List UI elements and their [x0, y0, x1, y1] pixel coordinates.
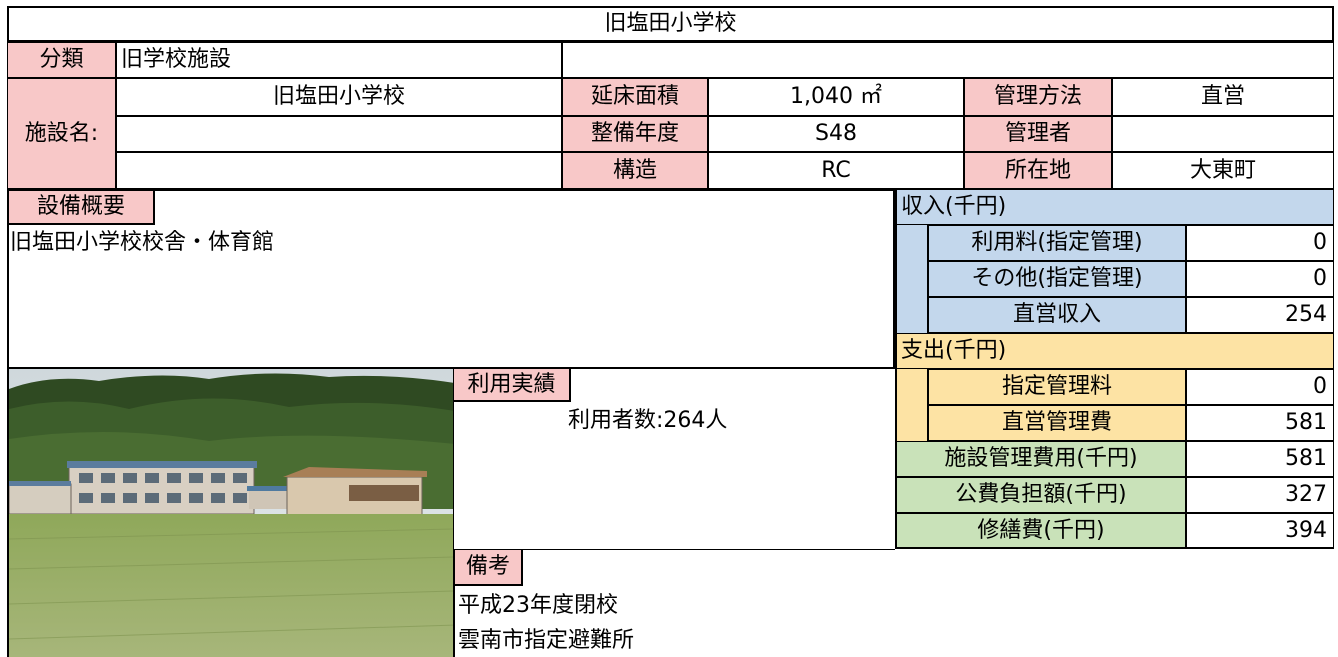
expense-row-value: 581 — [1186, 405, 1334, 441]
expense-row-label: 直営管理費 — [928, 405, 1186, 441]
facility-name-2 — [116, 116, 562, 152]
facility-name-1: 旧塩田小学校 — [116, 78, 562, 116]
facility-name-3 — [116, 152, 562, 189]
income-indent — [895, 225, 928, 333]
income-row-label: 直営収入 — [928, 297, 1186, 333]
expense-row-label: 指定管理料 — [928, 369, 1186, 405]
floor-area-label: 延床面積 — [562, 78, 708, 116]
equipment-section — [7, 189, 895, 369]
total-row-label: 公費負担額(千円) — [895, 477, 1186, 513]
management-method-label: 管理方法 — [964, 78, 1112, 116]
classification-value: 旧学校施設 — [116, 42, 562, 78]
total-row-label: 施設管理費用(千円) — [895, 441, 1186, 477]
usage-text: 利用者数:264人 — [568, 408, 728, 433]
location-value: 大東町 — [1112, 152, 1334, 189]
floor-area-value: 1,040 ㎡ — [708, 78, 964, 116]
total-row-value: 394 — [1186, 513, 1334, 549]
structure-label: 構造 — [562, 152, 708, 189]
page-title: 旧塩田小学校 — [7, 6, 1334, 42]
total-row-value: 581 — [1186, 441, 1334, 477]
expense-header: 支出(千円) — [895, 333, 1334, 369]
income-row-label: 利用料(指定管理) — [928, 225, 1186, 261]
location-label: 所在地 — [964, 152, 1112, 189]
facility-name-label: 施設名: — [7, 78, 116, 189]
usage-label: 利用実績 — [453, 369, 571, 402]
income-row-value: 254 — [1186, 297, 1334, 333]
income-row-value: 0 — [1186, 225, 1334, 261]
income-row-label: その他(指定管理) — [928, 261, 1186, 297]
total-row-label: 修繕費(千円) — [895, 513, 1186, 549]
manager-label: 管理者 — [964, 116, 1112, 152]
remarks-line: 平成23年度閉校 — [458, 593, 618, 618]
expense-indent — [895, 369, 928, 441]
expense-row-value: 0 — [1186, 369, 1334, 405]
total-row-value: 327 — [1186, 477, 1334, 513]
remarks-border — [453, 550, 455, 657]
classification-blank — [562, 42, 1334, 78]
equipment-label: 設備概要 — [9, 191, 155, 225]
usage-divider — [453, 369, 454, 549]
remarks-label: 備考 — [453, 550, 523, 586]
manager-value — [1112, 116, 1334, 152]
income-row-value: 0 — [1186, 261, 1334, 297]
built-year-value: S48 — [708, 116, 964, 152]
remarks-line: 雲南市指定避難所 — [458, 628, 635, 653]
income-header: 収入(千円) — [895, 189, 1334, 225]
usage-bottom-rule — [453, 549, 895, 550]
structure-value: RC — [708, 152, 964, 189]
school-building-photo — [7, 369, 453, 657]
school-photo-illustration — [9, 369, 453, 657]
classification-label: 分類 — [7, 42, 116, 78]
equipment-text: 旧塩田小学校校舎・体育館 — [10, 230, 275, 255]
built-year-label: 整備年度 — [562, 116, 708, 152]
management-method-value: 直営 — [1112, 78, 1334, 116]
